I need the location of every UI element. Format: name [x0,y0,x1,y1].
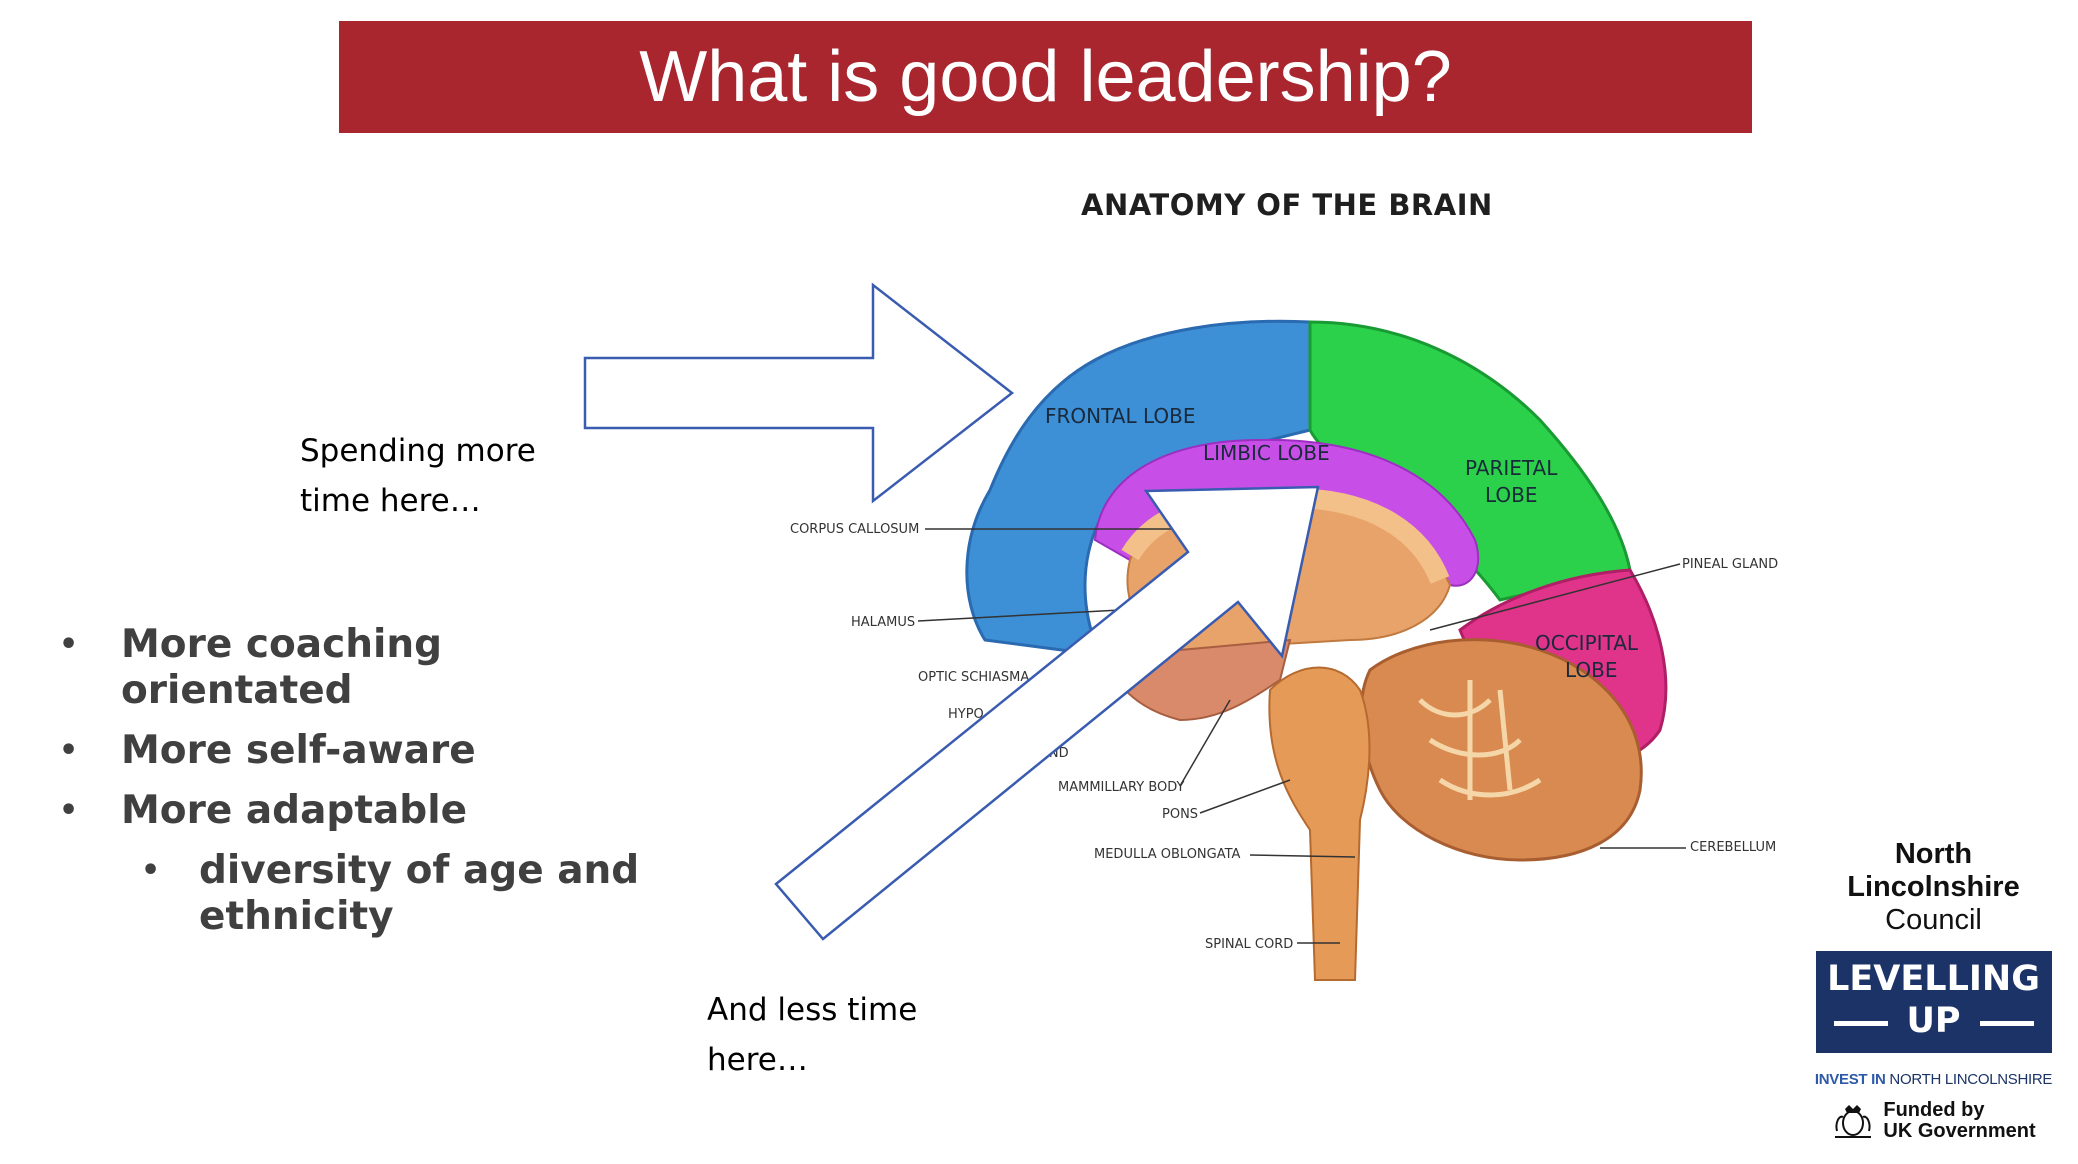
brain-diagram-title: ANATOMY OF THE BRAIN [1081,188,1493,222]
bullet-item: • More coaching orientated [55,622,541,714]
optic-chiasma-label: OPTIC SCHIASMA [918,670,1029,685]
up-text: UP [1906,1001,1961,1041]
uk-government-text: UK Government [1883,1120,2036,1142]
pineal-gland-label: PINEAL GLAND [1682,557,1778,572]
pineal-leader-line [1429,563,1681,631]
funded-by-text: Funded by [1883,1099,1985,1121]
bullet-dot: • [59,793,79,828]
thalamus-label: HALAMUS [851,615,915,630]
note-bottom-line-2: here… [707,1042,808,1078]
leadership-bullet-list: • More coaching orientated • More self-a… [55,622,659,954]
council-logo: North Lincolnshire Council LEVELLING UP … [1811,838,2056,1142]
note-top-line-1: Spending more [300,433,536,469]
title-bar: What is good leadership? [339,21,1752,133]
mammillary-leader-line [1179,699,1231,787]
levelling-text: LEVELLING [1827,959,2040,999]
medulla-label: MEDULLA OBLONGATA [1094,847,1241,862]
bullet-text-line: More coaching [121,622,443,667]
corpus-callosum-label: CORPUS CALLOSUM [790,522,919,537]
invest-tagline: INVEST IN NORTH LINCOLNSHIRE [1811,1071,2056,1088]
bullet-dot: • [141,853,161,888]
arrow-diagonal-outline [774,485,1320,941]
hypothalamus-label: HYPO [948,707,984,722]
cerebellum-tree-shape [1418,680,1542,800]
logo-line-lincolnshire: Lincolnshire [1847,871,2020,903]
bullet-text-line: More self-aware [121,728,476,773]
bullet-item: • More self-aware [55,728,541,774]
royal-crest-icon [1835,1105,1872,1138]
note-bottom-line-1: And less time [707,992,918,1028]
arrow-right-outline [583,282,1015,504]
brainstem-shape [1268,666,1371,981]
bullet-dot: • [59,733,79,768]
levelling-up-badge: LEVELLING UP [1815,951,2052,1053]
bullet-text-line: ethnicity [199,894,394,939]
sub-bullet-item: • diversity of age and ethnicity [55,848,659,940]
bullet-text-line: orientated [121,668,353,713]
pons-label: PONS [1162,807,1198,822]
mammillary-body-label: MAMMILLARY BODY [1058,780,1185,795]
limbic-lobe-label: LIMBIC LOBE [1203,441,1330,465]
bullet-item: • More adaptable [55,788,541,834]
slide-title: What is good leadership? [639,37,1452,117]
occipital-lobe-label-1: OCCIPITAL [1535,631,1639,655]
pons-leader-line [1199,779,1291,814]
note-top-line-2: time here… [300,483,481,519]
invest-in-text: INVEST IN [1814,1071,1886,1088]
note-less-time: And less time here… [707,985,917,1085]
thalamus-leader-line [917,609,1121,622]
frontal-lobe-label: FRONTAL LOBE [1045,404,1195,428]
parietal-lobe-label-2: LOBE [1485,483,1538,507]
north-lincolnshire-text: NORTH LINCOLNSHIRE [1889,1071,2053,1088]
levelling-dash-left [1833,1021,1888,1026]
logo-line-council: Council [1885,904,1982,936]
occipital-lobe-label-2: LOBE [1565,658,1618,682]
medulla-leader-line [1249,854,1356,858]
bullet-text-line: diversity of age and [199,848,640,893]
note-spending-more: Spending more time here… [300,426,536,526]
funded-by-block: Funded by UK Government [1811,1100,2056,1142]
levelling-dash-right [1979,1021,2034,1026]
bullet-text-line: More adaptable [121,788,468,833]
spinal-cord-label: SPINAL CORD [1205,937,1293,952]
bullet-dot: • [59,627,79,662]
logo-line-north: North [1894,838,1973,870]
cerebellum-label: CEREBELLUM [1690,840,1776,855]
parietal-lobe-label-1: PARIETAL [1465,456,1558,480]
